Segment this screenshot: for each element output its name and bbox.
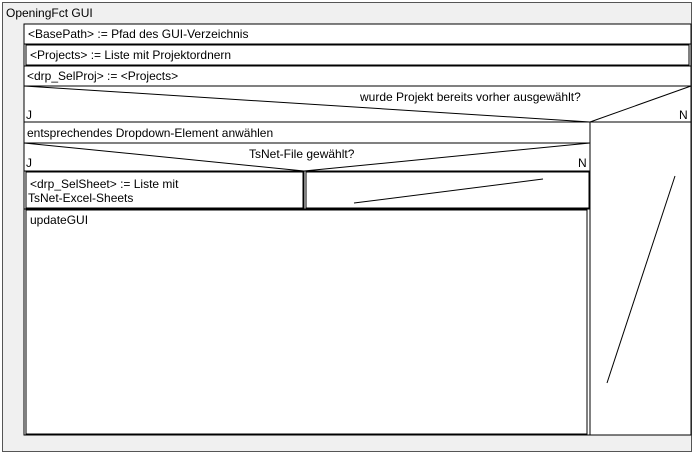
final-statement-box [25, 209, 588, 435]
decision1-no-label: N [679, 108, 688, 122]
decision1-right-diagonal [589, 85, 692, 123]
statement-drp-selproj: <drp_SelProj> := <Projects> [27, 69, 179, 83]
statement-s2-box [25, 44, 690, 66]
decision2-yes-label: J [26, 156, 32, 170]
statement-drp-selsheet-line1: <drp_SelSheet> := Liste mit [30, 177, 179, 191]
decision1-no-empty-diagonal [606, 175, 676, 384]
decision2-no-label: N [578, 156, 587, 170]
statement-projects: <Projects> := Liste mit Projektordnern [30, 48, 232, 62]
decision2-no-empty-diagonal [353, 178, 544, 204]
diagram-title: OpeningFct GUI [6, 6, 93, 20]
decision1-yes-label: J [26, 108, 32, 122]
statement-updategui: updateGUI [30, 213, 89, 227]
decision2-question: TsNet-File gewählt? [249, 147, 355, 161]
statement-drp-selsheet-line2: TsNet-Excel-Sheets [28, 191, 134, 205]
decision2-left-diagonal [23, 142, 305, 172]
decision1-left-diagonal [23, 85, 591, 123]
decision2-right-diagonal [303, 142, 591, 172]
statement-select-dropdown: entsprechendes Dropdown-Element anwählen [27, 126, 274, 140]
decision1-question: wurde Projekt bereits vorher ausgewählt? [360, 90, 581, 104]
decision2-no-box [305, 171, 590, 209]
decision2-yes-box [25, 171, 304, 209]
statement-basepath: <BasePath> := Pfad des GUI-Verzeichnis [28, 27, 249, 41]
